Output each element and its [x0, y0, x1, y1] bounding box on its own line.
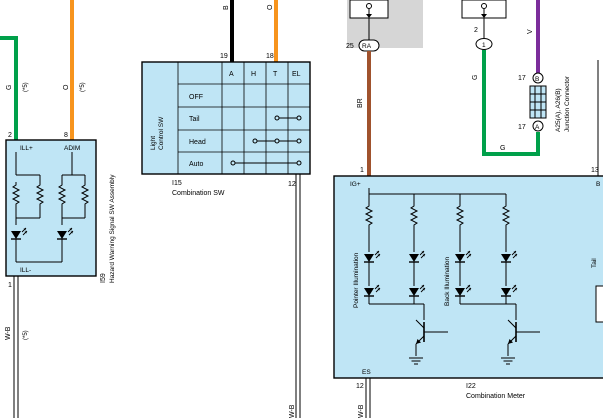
col-el: EL — [292, 71, 301, 78]
wire-b-code: B — [223, 5, 230, 10]
wire-green-left — [0, 36, 18, 140]
col-a: A — [229, 71, 234, 78]
pin-13-meter: 13 — [591, 167, 599, 174]
wire-wb-sw: W-B — [289, 404, 296, 418]
i15-code: I15 — [172, 180, 182, 187]
wire-wb-left-note: (*5) — [23, 330, 29, 340]
i59-code: I59 — [100, 273, 107, 283]
row-tail: Tail — [189, 116, 200, 123]
badge-a: A — [535, 124, 540, 131]
wire-o-code: O — [63, 84, 70, 90]
pin-12-meter: 12 — [356, 383, 364, 390]
label-ig-plus: IG+ — [350, 181, 361, 188]
pin-12-sw: 12 — [288, 181, 296, 188]
label-back-illumination: Back Illumination — [444, 256, 451, 306]
row-head: Head — [189, 139, 206, 146]
junction-code: A25(A), A26(B) — [555, 88, 562, 132]
i15-name: Combination SW — [172, 190, 225, 197]
wire-green-loop — [482, 50, 540, 156]
badge-a-circle — [532, 120, 544, 132]
connector-1-label: 1 — [482, 42, 486, 49]
switch-connections — [230, 115, 302, 166]
pin-bottom-i59: 1 — [8, 282, 12, 289]
connector-ra-label: RA — [362, 43, 372, 50]
pin-25: 25 — [346, 43, 354, 50]
label-adim: ADIM — [64, 145, 80, 152]
label-b-meter: B — [596, 181, 600, 188]
label-tail: Tail — [591, 258, 598, 268]
meter-internal-circuit — [363, 188, 540, 365]
wire-o-note: (*5) — [80, 82, 86, 92]
i22-name: Combination Meter — [466, 393, 526, 400]
wire-g-code: G — [6, 85, 13, 90]
light-control-label-1: Light — [150, 136, 157, 150]
wire-br-code: BR — [357, 98, 364, 108]
i59-name: Hazard Warning Signal SW Assembly — [109, 174, 116, 283]
i22-code: I22 — [466, 383, 476, 390]
pin-18: 18 — [266, 53, 274, 60]
wire-g-bottom: G — [500, 145, 505, 152]
combination-switch: B O 19 18 A H T EL Light Control SW OFF … — [141, 0, 311, 418]
row-off: OFF — [189, 94, 203, 101]
wire-v-code: V — [527, 29, 534, 34]
junction-area: 25 RA BR 2 1 G G V 17 B 17 A A25(A), A26… — [346, 0, 599, 176]
pin-19: 19 — [220, 53, 228, 60]
pin-ill-plus: 2 — [8, 132, 12, 139]
badge-b-circle — [532, 72, 544, 84]
junction-name: Junction Connector — [564, 75, 571, 132]
wire-g-junction: G — [472, 75, 479, 80]
label-ill-minus: ILL- — [20, 267, 31, 274]
label-es: ES — [362, 369, 371, 376]
pin-1-meter: 1 — [360, 167, 364, 174]
i59-internal-circuit — [10, 152, 89, 263]
wire-g-note: (*5) — [23, 82, 29, 92]
label-ill-plus: ILL+ — [20, 145, 33, 152]
wire-wb-meter: W-B — [358, 404, 365, 418]
light-control-label-2: Control SW — [158, 116, 165, 150]
pin-adim: 8 — [64, 132, 68, 139]
pin-17-top: 17 — [518, 75, 526, 82]
row-auto: Auto — [189, 161, 204, 168]
hazard-switch-module: G (*5) O (*5) 2 8 ILL+ ADIM ILL- — [0, 0, 116, 418]
wire-o-code-sw: O — [267, 4, 274, 10]
wire-wb-left: W-B — [5, 326, 12, 340]
pin-2: 2 — [474, 27, 478, 34]
i59-box — [5, 139, 97, 277]
col-h: H — [251, 71, 256, 78]
i22-box — [333, 175, 603, 379]
badge-b: B — [535, 76, 539, 83]
label-pointer-illumination: Pointer Illumination — [353, 252, 360, 308]
connector-1 — [475, 38, 493, 50]
combination-meter: 1 13 IG+ B — [333, 167, 603, 418]
pin-17-bottom: 17 — [518, 124, 526, 131]
col-t: T — [273, 71, 278, 78]
